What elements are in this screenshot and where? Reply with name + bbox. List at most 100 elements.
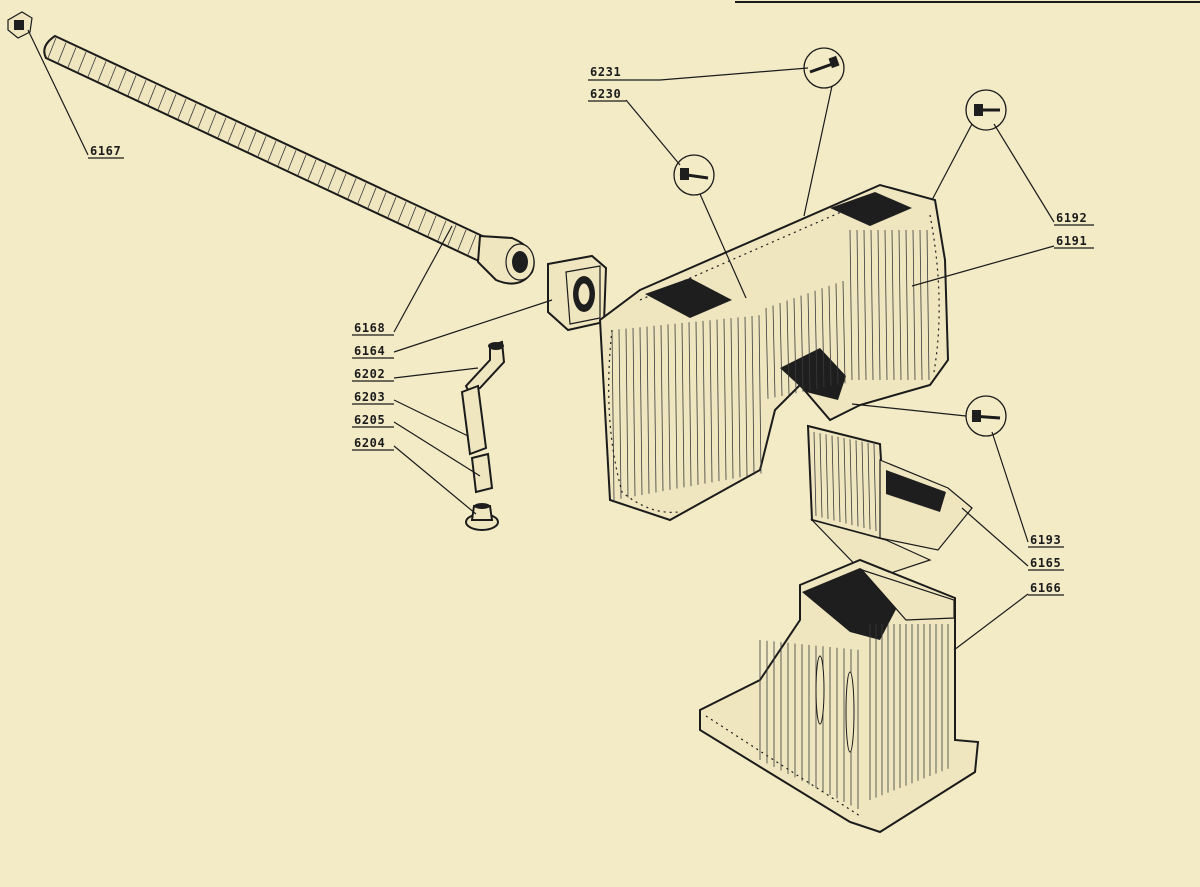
duct-hatch-line [800, 295, 804, 392]
leader-lines [27, 29, 1055, 651]
flap-hatch-line [825, 434, 829, 520]
callout-6168: 6168 [354, 321, 385, 335]
hose-rib [127, 75, 137, 96]
hose-rib [267, 140, 277, 162]
duct-hatch-line [912, 229, 916, 381]
duct-hatch-line [919, 229, 923, 381]
duct-hatch-line [625, 328, 629, 498]
hose-rib [277, 145, 287, 166]
leader-6193 [991, 431, 1029, 543]
hose-rib [417, 211, 427, 232]
short-tube-icon [470, 452, 494, 494]
callout-6231: 6231 [590, 65, 621, 79]
leader-6202 [393, 367, 479, 379]
flap-hatch-line [843, 437, 847, 524]
callout-6167: 6167 [90, 144, 121, 158]
rubber-sleeve-icon [460, 384, 488, 456]
duct-hatch-line [835, 283, 839, 385]
duct-hatch-line [744, 316, 748, 477]
duct-hatch-line [863, 229, 867, 381]
hose-rib [397, 201, 407, 223]
duct-hatch-line [709, 320, 713, 483]
leader-6230 [625, 99, 681, 166]
hose-rib [387, 197, 397, 218]
callout-6204: 6204 [354, 436, 385, 450]
hose-rib [227, 122, 237, 143]
hose-rib [377, 192, 387, 213]
flap-hatch-line [855, 440, 859, 527]
duct-hatch-line [681, 322, 685, 488]
duct-hatch-line [611, 329, 615, 501]
callout-6165: 6165 [1030, 556, 1061, 570]
duct-hatch-line [674, 323, 678, 489]
hose-rib [447, 225, 457, 246]
duct-hatch-line [821, 288, 825, 388]
duct-hatch-line [646, 326, 650, 494]
leader-6165 [961, 507, 1029, 567]
hose-rib [457, 229, 467, 251]
duct-hatch-line [877, 229, 881, 381]
duct-hatch-line [688, 322, 692, 487]
leader-6167 [27, 29, 89, 156]
hose-rib [77, 51, 87, 73]
duct-hatch-line [786, 300, 790, 395]
duct-hatch-line [793, 298, 797, 394]
hose-rib [307, 159, 317, 180]
hose-rib [167, 94, 177, 115]
hose-rib [107, 65, 117, 87]
hose-rib [157, 89, 167, 110]
hose-rib [467, 234, 477, 255]
duct-hatch-line [814, 290, 818, 390]
hose-rib [347, 178, 357, 199]
hose-rib [317, 164, 327, 185]
flap-hatch-line [831, 435, 835, 521]
duct-hatch-line [695, 321, 699, 485]
duct-hatch-line [926, 229, 930, 381]
duct-hatch-line [807, 293, 811, 391]
duct-hatch-line [702, 320, 706, 484]
duct-hatch-line [751, 315, 755, 475]
leader-6168 [393, 225, 453, 333]
duct-hatch-line [723, 318, 727, 480]
duct-hatch-line [737, 317, 741, 478]
drain-nipple-icon [465, 503, 499, 531]
duct-hatch-line [884, 229, 888, 381]
leader-6164 [393, 299, 553, 353]
callout-6203: 6203 [354, 390, 385, 404]
duct-hatch-line [856, 229, 860, 381]
leader-6192-bolt [931, 123, 973, 201]
duct-flap-icon [806, 424, 973, 581]
duct-hatch-line [849, 229, 853, 381]
leader-6230-bolt [699, 193, 747, 299]
duct-hatch-line [870, 229, 874, 381]
flexible-hose-icon [43, 34, 535, 285]
hose-rib [407, 206, 417, 227]
duct-hatch-line [765, 307, 769, 399]
hose-rib [257, 136, 267, 157]
callout-6192: 6192 [1056, 211, 1087, 225]
duct-hatch-line [667, 324, 671, 490]
hose-rib [357, 182, 367, 204]
flap-hatch-line [813, 431, 817, 517]
duct-hatch-line [632, 327, 636, 497]
duct-hatch-line [660, 325, 664, 492]
hose-rib [427, 215, 437, 237]
leader-6203 [393, 399, 469, 437]
bent-drain-pipe-icon [464, 340, 506, 396]
flexible-hose-connector-icon [7, 11, 33, 39]
callouts: 6167 6168 6164 6202 6203 6205 6204 6231 … [88, 65, 1094, 596]
bolt-icon [965, 395, 1007, 437]
flap-hatch-line [837, 436, 841, 523]
hose-rib [247, 131, 257, 152]
hose-rib [177, 98, 187, 120]
hose-flange-icon [547, 254, 608, 332]
callout-6230: 6230 [590, 87, 621, 101]
hose-rib [137, 79, 147, 101]
flap-hatch-line [873, 443, 877, 532]
bolt-icon [965, 89, 1007, 131]
bolt-icon [673, 154, 715, 196]
leader-6231 [659, 67, 809, 81]
callout-6191: 6191 [1056, 234, 1087, 248]
